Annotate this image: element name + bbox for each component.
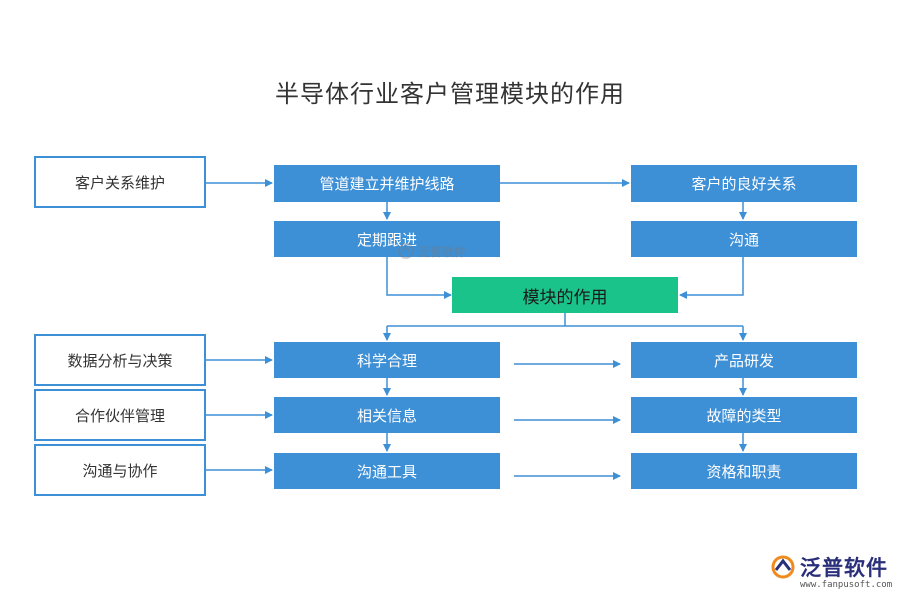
brand-name: 泛普软件 xyxy=(800,556,888,580)
left-box-data-analysis: 数据分析与决策 xyxy=(34,334,206,386)
watermark: 泛普软件 xyxy=(397,242,466,260)
watermark-text: 泛普软件 xyxy=(418,244,467,259)
brand-url: www.fanpusoft.com xyxy=(800,580,893,590)
arrow-mid2-to-center xyxy=(386,257,452,299)
diagram-title: 半导体行业客户管理模块的作用 xyxy=(275,80,625,108)
node-module-role: 模块的作用 xyxy=(452,277,678,313)
node-communication-tools: 沟通工具 xyxy=(274,453,500,489)
node-fault-types: 故障的类型 xyxy=(631,397,857,433)
node-communication: 沟通 xyxy=(631,221,857,257)
node-qualifications: 资格和职责 xyxy=(631,453,857,489)
arrow-right2-to-center xyxy=(679,257,744,299)
node-related-info: 相关信息 xyxy=(274,397,500,433)
node-pipeline: 管道建立并维护线路 xyxy=(274,165,500,202)
left-box-communication: 沟通与协作 xyxy=(34,444,206,496)
node-follow-up: 定期跟进 xyxy=(274,221,500,257)
left-box-partner-management: 合作伙伴管理 xyxy=(34,389,206,441)
node-scientific: 科学合理 xyxy=(274,342,500,378)
node-product-rd: 产品研发 xyxy=(631,342,857,378)
node-good-relationship: 客户的良好关系 xyxy=(631,165,857,202)
brand-logo: 泛普软件 www.fanpusoft.com xyxy=(770,552,892,590)
brand-logo-icon xyxy=(771,555,795,579)
left-box-customer-relationship: 客户关系维护 xyxy=(34,156,206,208)
watermark-logo-icon xyxy=(398,243,414,259)
